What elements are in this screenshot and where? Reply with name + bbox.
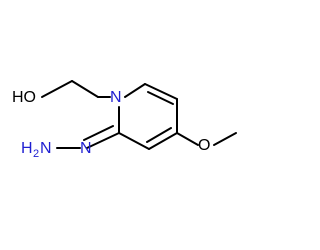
ring-nitrogen-label: N	[110, 89, 122, 106]
molecule-structure: HO N H 2 N N O	[12, 80, 237, 160]
hydrazone-n-label: N	[40, 140, 52, 157]
bond-hydrazone-c-n-double	[83, 125, 114, 141]
hydrazone-h-label: H	[21, 140, 33, 157]
bond-ch2-ch2	[71, 80, 99, 98]
methoxy-oxygen-label: O	[198, 137, 210, 154]
imine-nitrogen-label: N	[80, 140, 92, 157]
bond-ring-bottom-right-double	[146, 127, 172, 143]
hydroxyl-label: HO	[12, 89, 36, 106]
molecule-canvas: HO N H 2 N N O	[12, 80, 237, 160]
hydrazone-subscript-label: 2	[33, 148, 39, 160]
bond-n-ring-top	[124, 83, 146, 98]
bond-ho-ch2	[41, 80, 73, 98]
bond-methoxy-o-ch3	[213, 132, 237, 146]
bond-ring-bottom-right	[148, 132, 178, 150]
bond-ring-bottom-left	[118, 132, 150, 150]
bond-ring-top-right	[144, 83, 178, 100]
bond-ring-top-right-double	[147, 91, 174, 105]
bond-hydrazone-c-n	[86, 132, 120, 149]
bond-ring-methoxy-o	[176, 132, 199, 146]
